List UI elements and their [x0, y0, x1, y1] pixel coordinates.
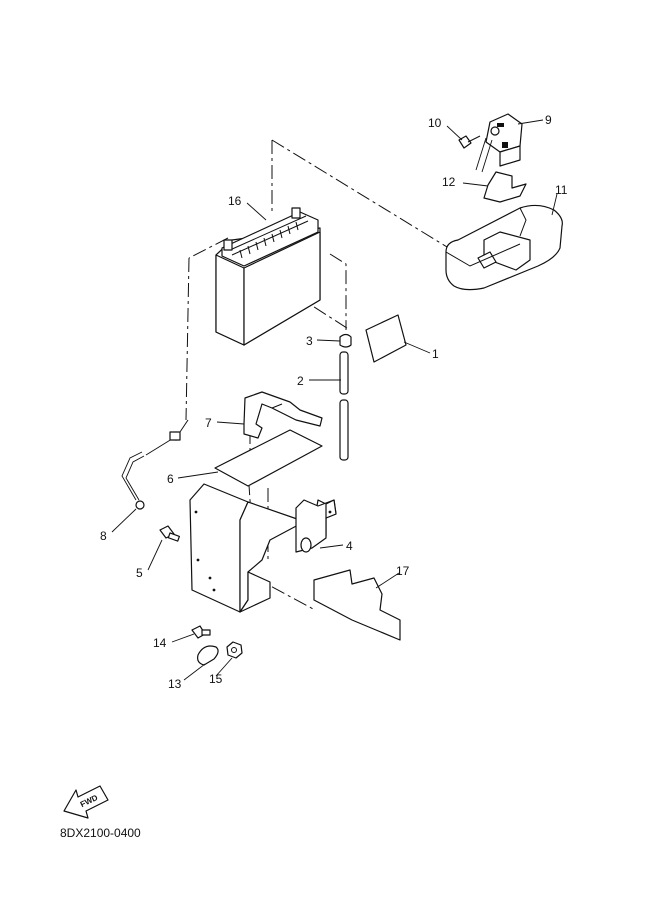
relay-cover [445, 204, 563, 291]
callout-16: 16 [228, 194, 242, 208]
callout-4: 4 [346, 539, 353, 553]
battery [215, 207, 321, 346]
callout-14: 14 [153, 636, 167, 650]
callout-10: 10 [428, 116, 442, 130]
battery-pad [365, 314, 407, 363]
callout-11: 11 [555, 183, 568, 197]
battery-box [189, 483, 337, 613]
nut-15 [226, 641, 243, 659]
callout-2: 2 [297, 374, 304, 388]
bolt-5 [159, 525, 180, 542]
callout-3: 3 [306, 334, 313, 348]
callout-8: 8 [100, 529, 107, 543]
callout-13: 13 [168, 677, 182, 691]
callout-5: 5 [136, 566, 143, 580]
ground-lead [121, 431, 181, 510]
callout-17: 17 [396, 564, 410, 578]
clamp-13 [197, 645, 219, 666]
relay-bracket [483, 171, 527, 203]
battery-band [243, 391, 323, 439]
callout-9: 9 [545, 113, 552, 127]
starter-relay [475, 113, 523, 173]
cover-plate [313, 569, 401, 641]
bolt-14 [191, 625, 211, 639]
callout-7: 7 [205, 416, 212, 430]
callout-1: 1 [432, 347, 439, 361]
diagram-code: 8DX2100-0400 [60, 826, 141, 840]
fwd-arrow: FWD [63, 785, 109, 819]
breather-hose [339, 351, 349, 461]
breather-cap [339, 333, 352, 348]
leader-lines [111, 119, 558, 681]
callout-labels: 16 1 3 2 7 6 4 8 5 17 14 13 15 10 9 12 1… [100, 113, 568, 691]
tray-sheet [214, 429, 323, 487]
screw-10 [458, 135, 481, 149]
callout-6: 6 [167, 472, 174, 486]
callout-15: 15 [209, 672, 223, 686]
callout-12: 12 [442, 175, 456, 189]
